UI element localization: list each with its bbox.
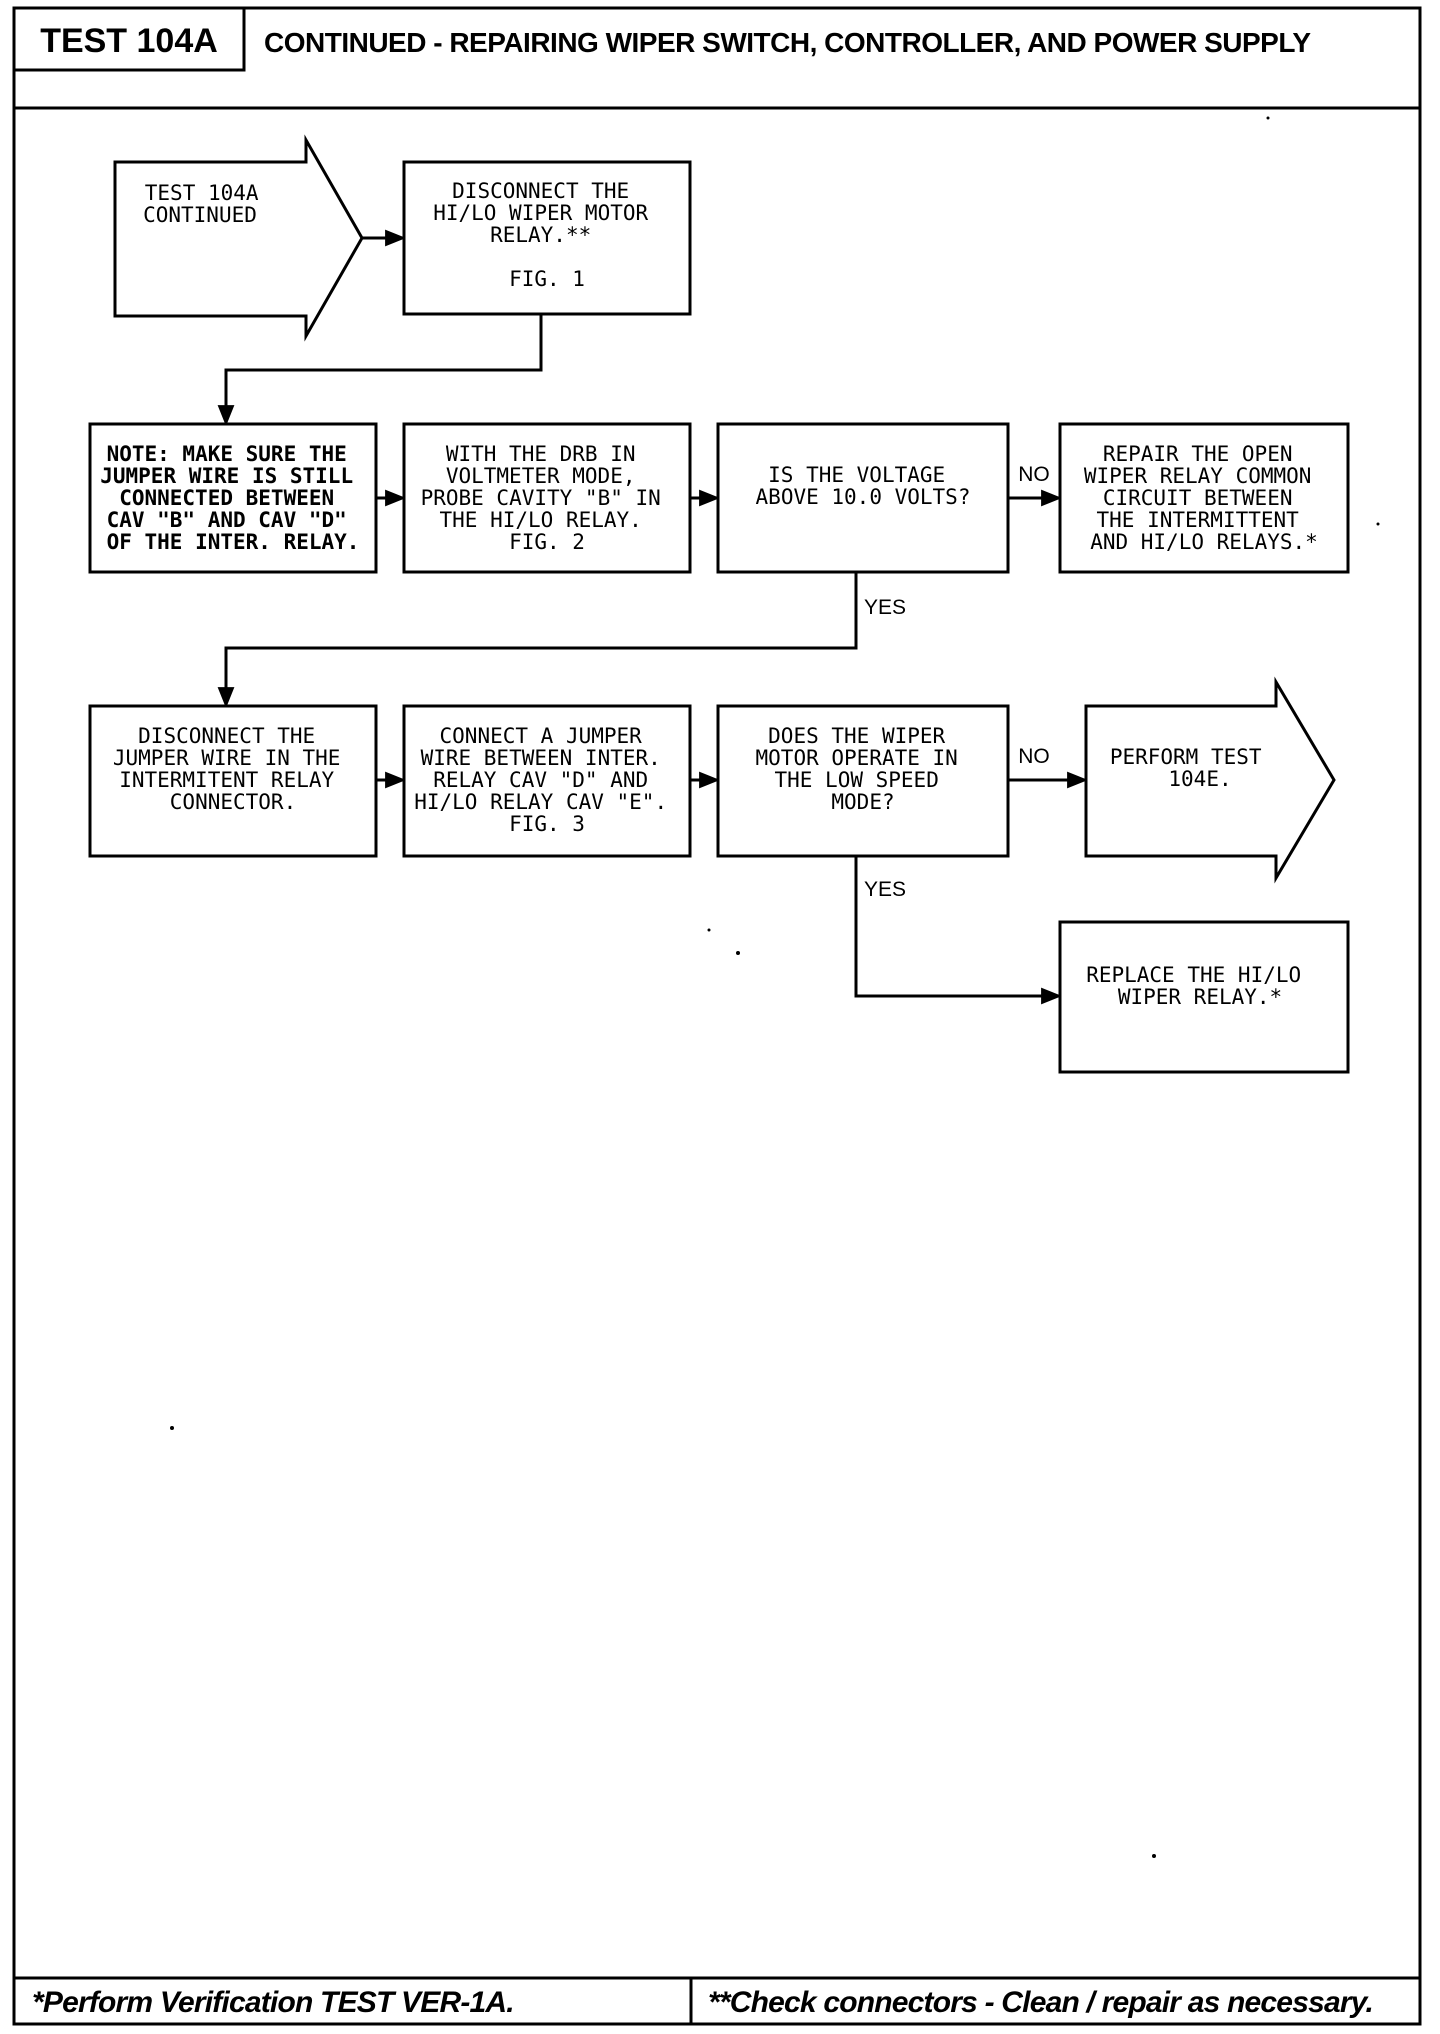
box-replace-relay (1058, 920, 1350, 1074)
footer-note-left: *Perform Verification TEST VER-1A. (32, 1986, 514, 2019)
box-connect-jumper (402, 704, 692, 858)
connector-row1-to-note (217, 314, 543, 427)
connector-motor-yes (854, 856, 1063, 1005)
box-note (88, 422, 378, 574)
box-repair-open-text: REPAIR THE OPEN WIPER RELAY COMMON CIRCU… (1084, 442, 1324, 554)
connector-voltage-yes (217, 572, 858, 709)
box-probe-text: WITH THE DRB IN VOLTMETER MODE, PROBE CA… (421, 442, 674, 554)
label-no-2: NO (1018, 745, 1050, 768)
box-decision-motor (716, 704, 1010, 858)
box-replace-relay-text: REPLACE THE HI/LO WIPER RELAY.* (1086, 963, 1314, 1009)
label-no-1: NO (1018, 463, 1050, 486)
scan-speck (707, 928, 711, 932)
box-disconnect-jumper-text: DISCONNECT THE JUMPER WIRE IN THE INTERM… (113, 724, 353, 814)
scan-speck (736, 951, 740, 955)
box-probe (402, 422, 692, 574)
box-disconnect-relay (402, 160, 692, 316)
label-yes-1: YES (864, 596, 906, 619)
box-decision-motor-text: DOES THE WIPER MOTOR OPERATE IN THE LOW … (756, 724, 971, 814)
box-disconnect-jumper (88, 704, 378, 858)
label-yes-2: YES (864, 878, 906, 901)
scan-speck (1152, 1854, 1156, 1858)
box-note-text: NOTE: MAKE SURE THE JUMPER WIRE IS STILL… (100, 442, 366, 554)
page-title: CONTINUED - REPAIRING WIPER SWITCH, CONT… (264, 27, 1311, 58)
footer-note-right: **Check connectors - Clean / repair as n… (708, 1986, 1373, 2019)
start-text: TEST 104A CONTINUED (143, 181, 271, 227)
box-decision-voltage-text: IS THE VOLTAGE ABOVE 10.0 VOLTS? (756, 463, 971, 509)
box-disconnect-relay-text: DISCONNECT THE HI/LO WIPER MOTOR RELAY.*… (433, 179, 661, 291)
test-id: TEST 104A (40, 22, 218, 60)
scan-speck (1266, 116, 1270, 120)
start-arrow-shape (113, 134, 364, 342)
box-decision-voltage (716, 422, 1010, 574)
perform-test-text: PERFORM TEST 104E. (1110, 745, 1274, 791)
page-frame (12, 6, 1422, 2026)
scan-speck (1376, 522, 1380, 526)
test-id-box (12, 6, 246, 72)
box-repair-open (1058, 422, 1350, 574)
perform-test-arrow-shape (1084, 676, 1336, 884)
box-connect-jumper-text: CONNECT A JUMPER WIRE BETWEEN INTER. REL… (414, 724, 680, 836)
scan-speck (170, 1426, 174, 1430)
